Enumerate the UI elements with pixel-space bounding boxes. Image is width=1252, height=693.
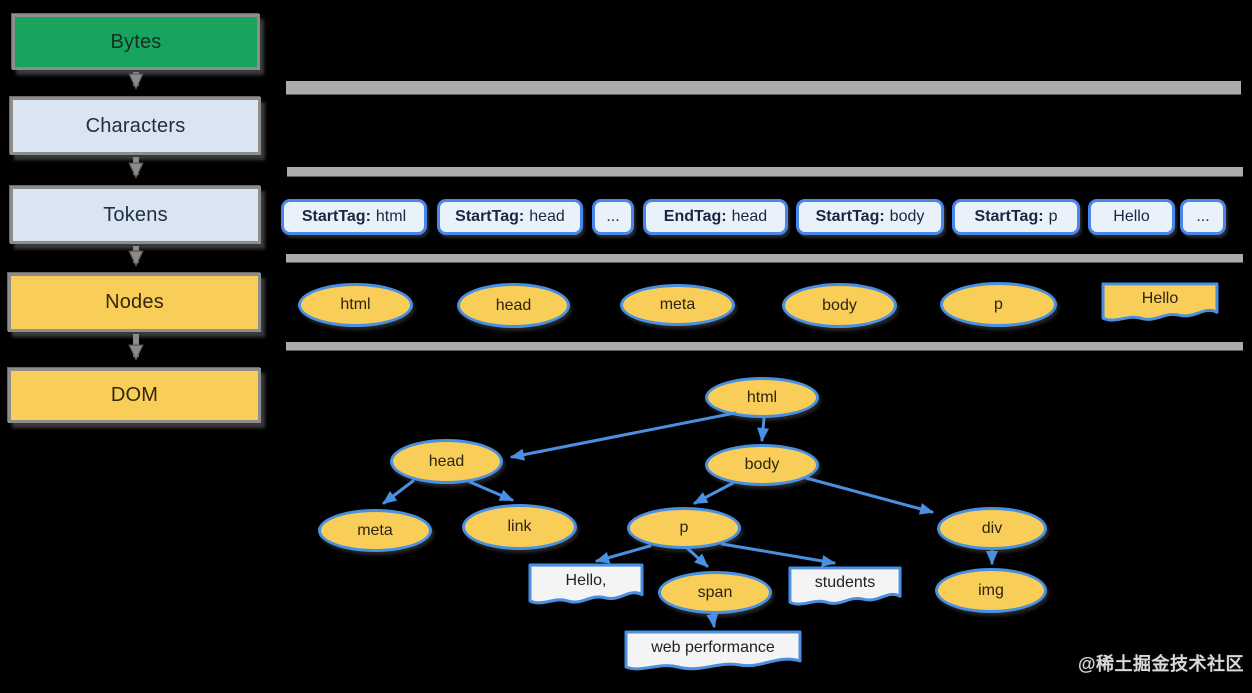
document-shape-icon (528, 563, 644, 605)
node-label: web performance (651, 638, 775, 656)
arrow-span-to-web-performance (706, 611, 719, 628)
row-divider (287, 167, 1243, 176)
nodes-row-body: body (782, 283, 897, 328)
node-label: html (340, 296, 371, 313)
row-divider (286, 342, 1243, 350)
dom-node-head: head (390, 439, 503, 484)
token-value: Hello (1113, 208, 1150, 225)
token-box-starttag-p: StartTag:p (952, 199, 1080, 235)
stage-label: Nodes (105, 291, 164, 313)
nodes-row-text-hello: Hello (1100, 281, 1220, 326)
arrow-head-to-link (468, 480, 514, 502)
token-value: ... (1196, 208, 1210, 225)
dom-node-meta: meta (318, 509, 432, 552)
token-value: ... (606, 208, 620, 225)
token-prefix: StartTag: (815, 208, 885, 225)
document-shape-icon (1101, 282, 1219, 322)
dom-node-div: div (937, 507, 1047, 550)
token-box-endtag-head: EndTag:head (643, 199, 788, 235)
node-label: head (428, 452, 465, 470)
stage-box-bytes: Bytes (12, 14, 260, 70)
token-box-starttag-body: StartTag:body (796, 199, 944, 235)
node-label: body (822, 296, 857, 314)
stage-box-tokens: Tokens (10, 186, 261, 244)
dom-node-img: img (935, 568, 1047, 613)
document-shape-icon (624, 630, 802, 671)
arrow-body-to-div (804, 476, 934, 515)
node-label: link (507, 518, 532, 535)
stage-label: Tokens (103, 203, 168, 226)
stage-box-characters: Characters (10, 97, 261, 155)
arrow-html-to-head (510, 411, 737, 461)
token-value: html (375, 208, 407, 225)
token-prefix: EndTag: (663, 208, 727, 225)
nodes-row-html: html (298, 283, 413, 327)
nodes-row-head: head (457, 283, 570, 328)
node-label: html (746, 388, 778, 406)
dom-node-span: span (658, 571, 772, 614)
arrow-p-to-students (720, 542, 836, 567)
node-label: div (981, 519, 1003, 537)
node-label: p (994, 295, 1003, 313)
node-label: Hello, (565, 572, 607, 589)
node-label: body (744, 456, 780, 473)
token-value: head (529, 208, 565, 225)
stage-label: Characters (85, 114, 186, 137)
arrow-html-to-body (757, 416, 770, 442)
token-prefix: StartTag: (455, 208, 525, 225)
token-prefix: StartTag: (301, 208, 371, 225)
document-shape-icon (788, 566, 902, 606)
node-label: meta (659, 296, 696, 313)
node-label: p (679, 519, 689, 536)
node-label: head (495, 296, 532, 314)
node-label: img (978, 581, 1004, 599)
dom-node-link: link (462, 504, 577, 550)
arrow-p-to-hello (595, 544, 652, 564)
dom-node-p: p (627, 507, 741, 549)
token-value: p (1048, 208, 1058, 225)
token-box-ellipsis: ... (592, 199, 634, 235)
dom-text-hello: Hello, (527, 562, 645, 609)
stage-box-dom: DOM (8, 368, 261, 423)
dom-node-html: html (705, 377, 819, 418)
stage-label: DOM (110, 384, 159, 406)
dom-node-body: body (705, 444, 819, 486)
dom-text-students: students (787, 565, 903, 610)
token-value: head (731, 208, 768, 225)
dom-text-web-performance: web performance (623, 629, 803, 675)
nodes-row-meta: meta (620, 284, 735, 326)
row-divider (286, 81, 1241, 94)
token-box-ellipsis: ... (1180, 199, 1226, 235)
node-label: span (697, 583, 733, 601)
stage-label: Bytes (110, 30, 162, 53)
arrow-p-to-span (685, 546, 709, 568)
token-box-starttag-html: StartTag:html (281, 199, 427, 235)
arrow-head-to-meta (382, 479, 415, 505)
token-prefix: StartTag: (974, 208, 1044, 225)
nodes-row-p: p (940, 282, 1057, 327)
row-divider (286, 254, 1243, 262)
stage-box-nodes: Nodes (8, 273, 261, 332)
node-label: Hello (1141, 290, 1179, 307)
arrow-body-to-p (693, 481, 735, 505)
node-label: students (814, 574, 876, 591)
watermark: @稀土掘金技术社区 (1077, 654, 1244, 674)
token-box-hello: Hello (1088, 199, 1175, 235)
token-value: body (889, 208, 925, 225)
node-label: meta (357, 521, 393, 539)
token-box-starttag-head: StartTag:head (437, 199, 583, 235)
